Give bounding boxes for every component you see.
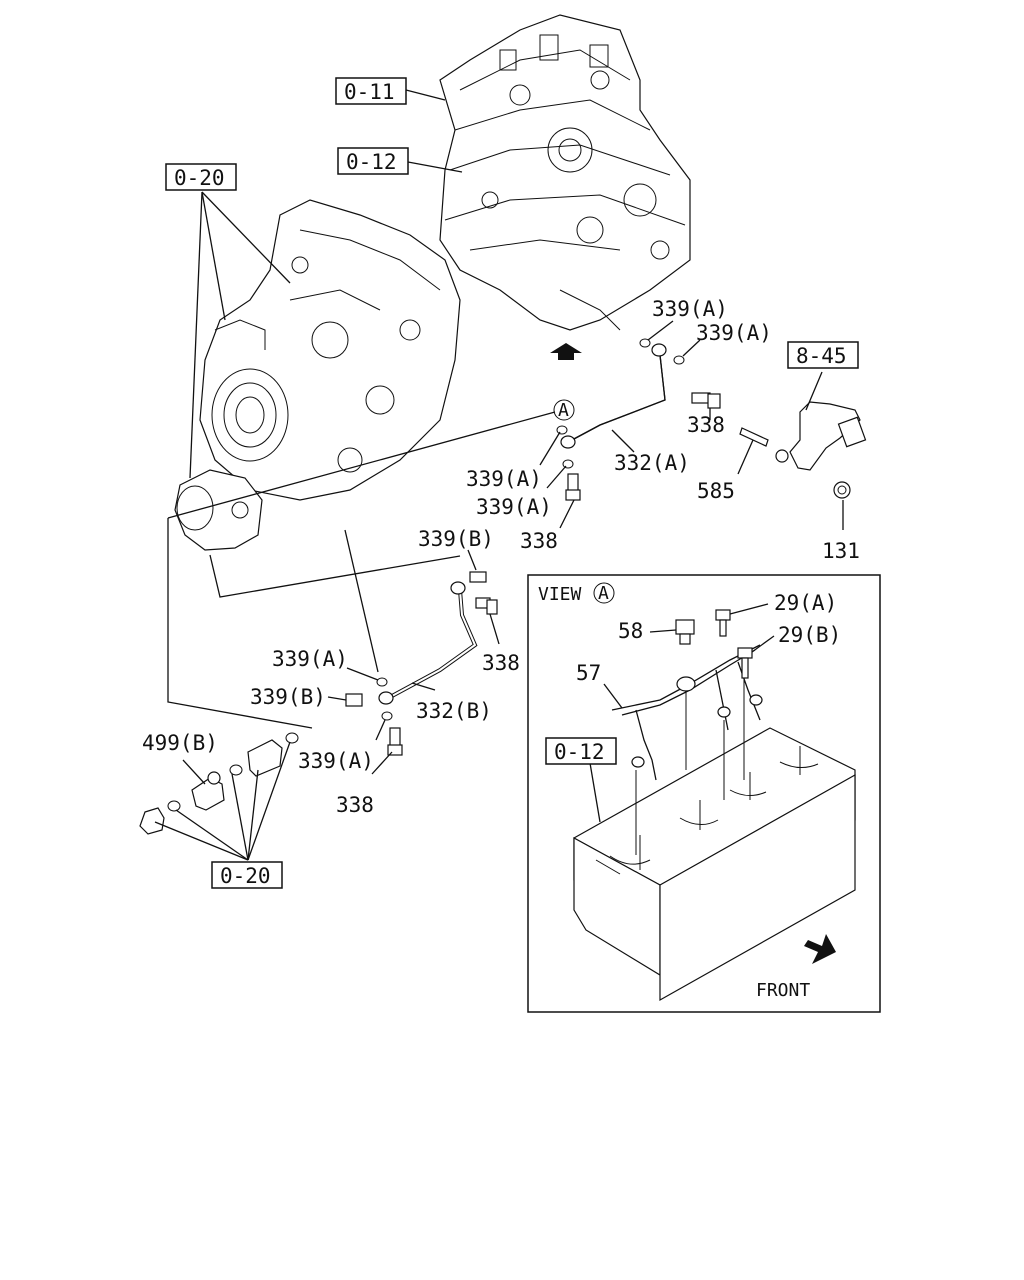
front-label: FRONT — [756, 980, 810, 1001]
callout-339a-2: 339(A) — [696, 321, 772, 345]
ref-012-view-label: 0-12 — [554, 740, 605, 764]
leader-012 — [407, 161, 463, 173]
callout-339a-1: 339(A) — [652, 297, 728, 321]
view-callout-57: 57 — [576, 661, 601, 685]
callout-338-4: 338 — [336, 793, 374, 817]
view-callout-58: 58 — [618, 619, 643, 643]
marker-a-label: A — [558, 400, 569, 421]
callout-339a-5: 339(A) — [272, 647, 348, 671]
view-a-title: VIEW — [538, 584, 582, 605]
view-a-block-drawing — [573, 727, 856, 1002]
ref-012-label: 0-12 — [346, 150, 397, 174]
callout-339b-2: 339(B) — [250, 685, 326, 709]
ref-020-top-label: 0-20 — [174, 166, 225, 190]
callout-499b: 499(B) — [142, 731, 218, 755]
ref-011-label: 0-11 — [344, 80, 395, 104]
leader-011 — [405, 89, 446, 101]
callout-338-2: 338 — [520, 529, 558, 553]
bracket-845-drawing — [739, 401, 867, 499]
ref-box-012-view: 0-12 — [545, 737, 617, 765]
callout-339a-3: 339(A) — [466, 467, 542, 491]
view-a-leaders — [589, 603, 775, 823]
ref-box-020-top: 0-20 — [165, 163, 237, 191]
front-arrow-icon — [804, 934, 836, 964]
view-callout-29a: 29(A) — [774, 591, 837, 615]
callout-338-1: 338 — [687, 413, 725, 437]
assembly-bracket-lines — [167, 411, 556, 729]
callout-131: 131 — [822, 539, 860, 563]
callout-338-3: 338 — [482, 651, 520, 675]
view-callout-29b: 29(B) — [778, 623, 841, 647]
leaders-332a — [539, 320, 711, 529]
pipe-332a-drawing — [556, 338, 721, 501]
view-a-marker: A — [598, 583, 609, 604]
ref-box-845: 8-45 — [787, 341, 859, 369]
ref-box-020-bottom: 0-20 — [211, 861, 283, 889]
leaders-020-bottom — [154, 741, 291, 861]
front-cover-drawing — [174, 199, 461, 551]
ref-845-label: 8-45 — [796, 344, 847, 368]
ref-box-012: 0-12 — [337, 147, 409, 175]
pipe-332b-drawing — [345, 571, 498, 756]
engine-block-drawing — [439, 14, 691, 331]
view-a-nozzles-drawing — [611, 609, 763, 855]
leaders-845 — [737, 371, 844, 530]
leaders-332b — [327, 549, 500, 775]
view-a-arrow — [550, 343, 582, 421]
ref-020-bottom-label: 0-20 — [220, 864, 271, 888]
leaders-020-top — [189, 191, 291, 479]
callout-332a: 332(A) — [614, 451, 690, 475]
callout-339a-6: 339(A) — [298, 749, 374, 773]
lower-left-parts-drawing — [139, 732, 299, 835]
ref-box-011: 0-11 — [335, 77, 407, 105]
callout-339a-4: 339(A) — [476, 495, 552, 519]
callout-585: 585 — [697, 479, 735, 503]
view-a-circle — [593, 582, 615, 604]
callout-339b-1: 339(B) — [418, 527, 494, 551]
callout-332b: 332(B) — [416, 699, 492, 723]
